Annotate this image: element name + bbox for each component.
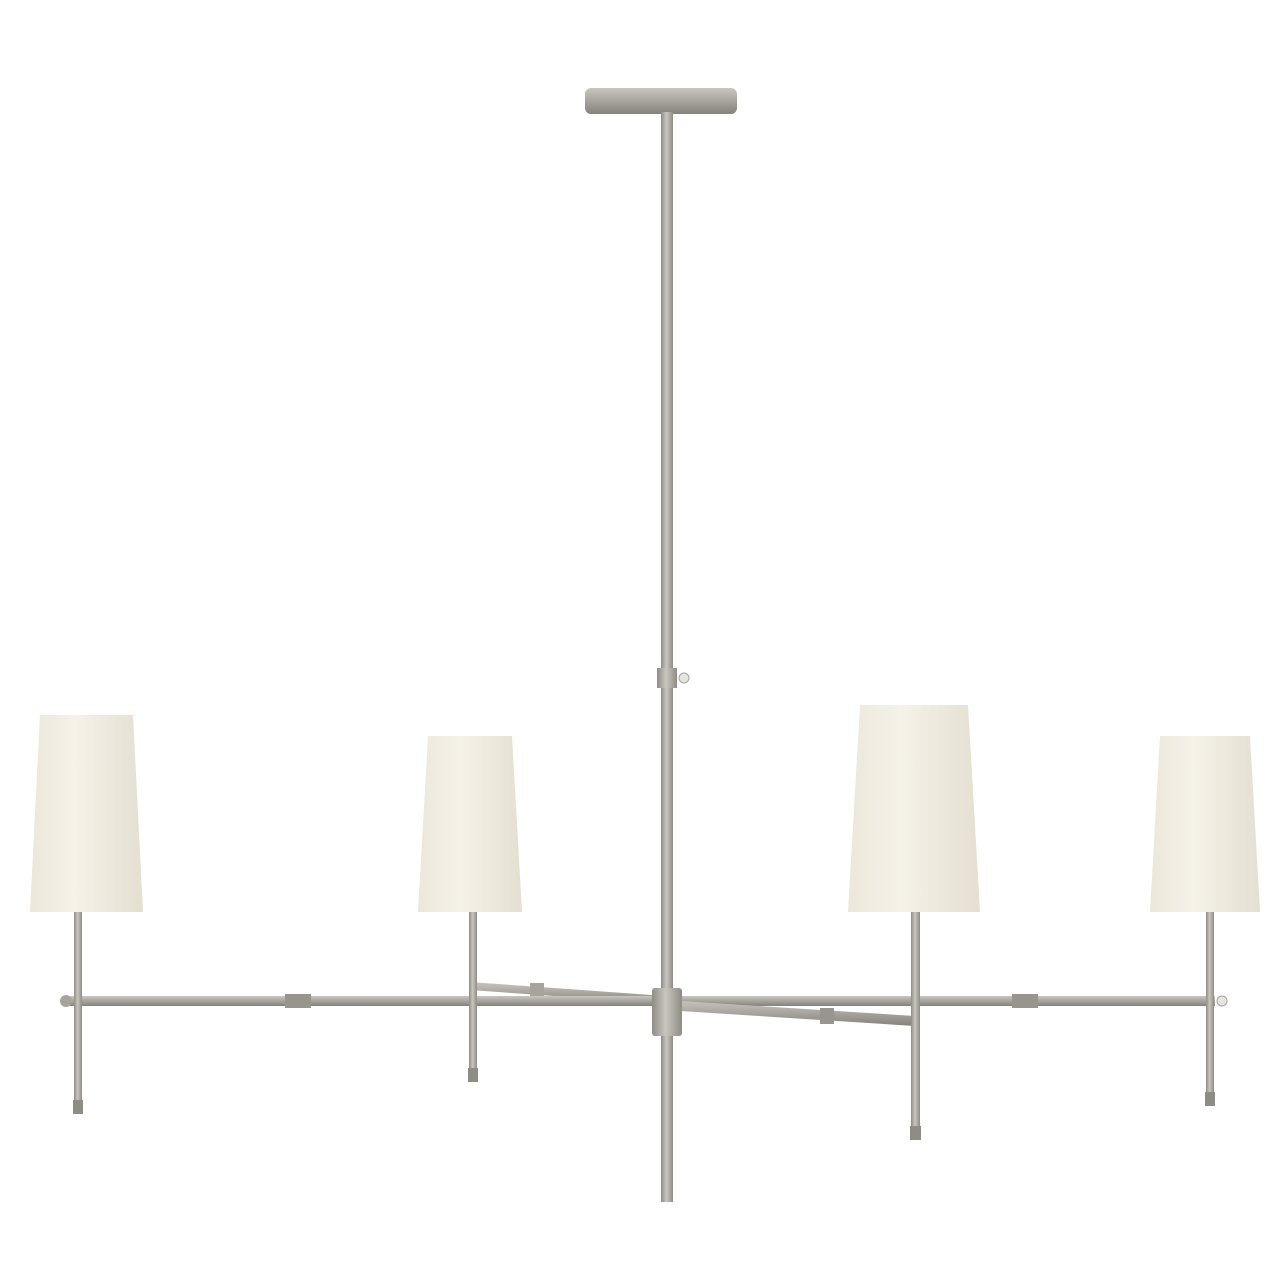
right-arm	[670, 996, 1215, 1006]
stem-4	[1205, 905, 1228, 1106]
lamp-shade-4	[1150, 736, 1260, 912]
down-rod	[661, 112, 673, 1202]
right-arm-joint	[1012, 994, 1038, 1008]
center-hub	[652, 988, 682, 1036]
lamp-shade-2	[418, 736, 522, 912]
stem-3	[910, 905, 921, 1140]
back-arm-joint	[530, 983, 544, 997]
lamp-shade-1	[30, 715, 143, 912]
stem-1	[60, 905, 83, 1114]
lamp-shade-3	[848, 705, 980, 912]
rod-screw	[678, 672, 690, 684]
left-arm	[70, 996, 665, 1006]
stem-2	[468, 905, 478, 1082]
rod-coupling	[657, 668, 677, 688]
ceiling-canopy	[585, 88, 737, 114]
left-arm-joint	[285, 994, 311, 1008]
front-arm	[665, 1000, 915, 1026]
front-arm-joint	[820, 1008, 834, 1024]
